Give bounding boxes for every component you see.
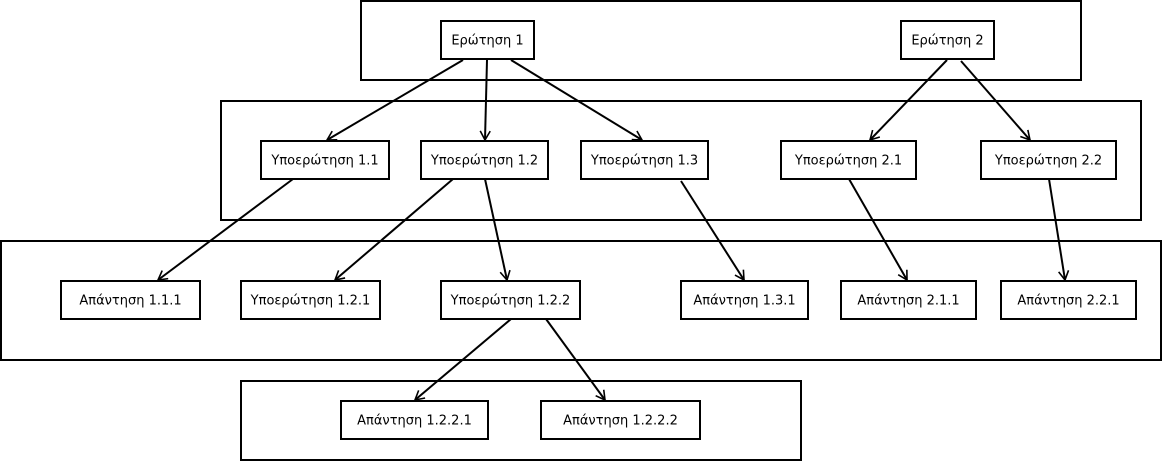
node-label: Υποερώτηση 1.2 (430, 154, 538, 169)
node-label: Ερώτηση 1 (451, 34, 523, 49)
node-label: Απάντηση 2.2.1 (1017, 294, 1119, 309)
node-label: Υποερώτηση 2.2 (994, 154, 1102, 169)
edge-sq11-a111 (156, 178, 294, 281)
edge-sq12-sq121 (333, 178, 454, 282)
node-a221: Απάντηση 2.2.1 (1000, 280, 1137, 320)
node-label: Απάντηση 1.1.1 (79, 294, 181, 309)
node-a131: Απάντηση 1.3.1 (680, 280, 809, 320)
node-a111: Απάντηση 1.1.1 (60, 280, 201, 320)
node-label: Απάντηση 1.2.2.1 (357, 414, 472, 429)
node-sq12: Υποερώτηση 1.2 (420, 140, 549, 180)
edge-q1-sq13 (510, 59, 644, 141)
edge-q1-sq12 (479, 59, 491, 142)
node-label: Υποερώτηση 1.1 (270, 154, 378, 169)
node-a211: Απάντηση 2.1.1 (840, 280, 977, 320)
node-sq21: Υποερώτηση 2.1 (780, 140, 917, 180)
level-3-container (0, 240, 1162, 361)
node-sq22: Υποερώτηση 2.2 (980, 140, 1117, 180)
node-label: Υποερώτηση 1.2.2 (450, 294, 571, 309)
edge-sq22-a221 (1048, 178, 1070, 282)
node-label: Απάντηση 1.3.1 (693, 294, 795, 309)
level-4-container (240, 380, 802, 461)
edge-sq12-sq122 (484, 178, 511, 282)
edge-sq122-a1222 (545, 318, 606, 402)
node-q1: Ερώτηση 1 (440, 20, 535, 60)
node-sq11: Υποερώτηση 1.1 (260, 140, 390, 180)
node-a1222: Απάντηση 1.2.2.2 (540, 400, 701, 440)
edge-sq13-a131 (680, 180, 745, 282)
node-label: Ερώτηση 2 (911, 34, 983, 49)
node-label: Υποερώτηση 1.3 (590, 154, 698, 169)
level-1-container (360, 0, 1082, 81)
node-label: Απάντηση 1.2.2.2 (563, 414, 678, 429)
node-q2: Ερώτηση 2 (900, 20, 995, 60)
edge-sq21-a211 (848, 178, 908, 282)
node-sq121: Υποερώτηση 1.2.1 (240, 280, 381, 320)
edge-q1-sq11 (325, 59, 464, 141)
node-label: Υποερώτηση 1.2.1 (250, 294, 371, 309)
node-sq13: Υποερώτηση 1.3 (580, 140, 709, 180)
edge-sq122-a1221 (413, 318, 512, 402)
node-sq122: Υποερώτηση 1.2.2 (440, 280, 581, 320)
node-label: Απάντηση 2.1.1 (857, 294, 959, 309)
node-a1221: Απάντηση 1.2.2.1 (340, 400, 489, 440)
edge-q2-sq22 (960, 60, 1032, 142)
edges (156, 59, 1070, 402)
edge-q2-sq21 (868, 59, 948, 142)
level-2-container (220, 100, 1142, 221)
node-label: Υποερώτηση 2.1 (794, 154, 902, 169)
